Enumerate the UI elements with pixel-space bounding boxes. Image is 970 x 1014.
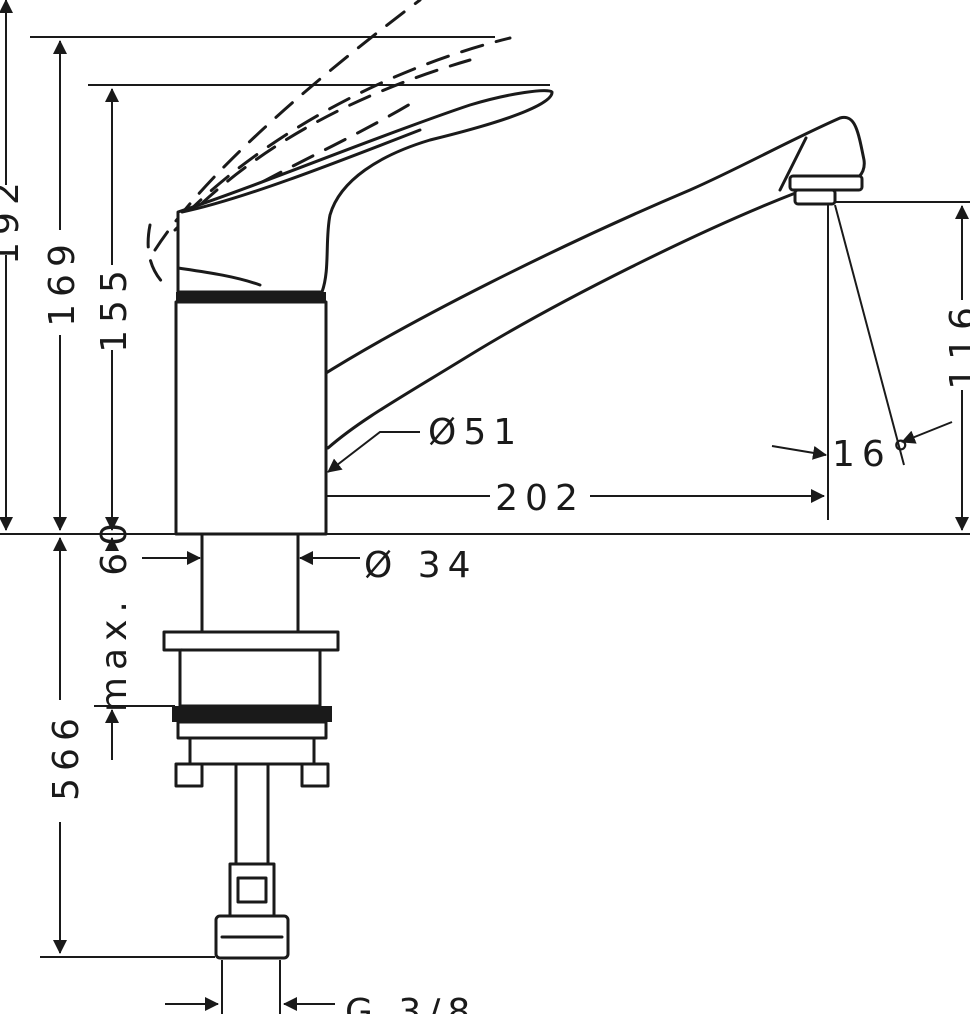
lever-alternate-positions — [146, 0, 512, 287]
lever-underside — [176, 266, 262, 287]
aerator — [788, 174, 864, 192]
fixing-bolt-left — [174, 762, 204, 788]
mounting-sleeve — [178, 648, 322, 708]
label-d34: Ø 34 — [364, 545, 478, 586]
dashed-lever-outline-2 — [183, 36, 512, 217]
fixing-nut — [188, 736, 316, 766]
aerator-nozzle — [793, 188, 837, 206]
fixing-bolt-right — [300, 762, 330, 788]
label-116: 116 — [943, 300, 970, 390]
label-16-degrees: 16° — [832, 434, 917, 475]
leader-d51 — [327, 431, 420, 473]
angle-arrow-left — [771, 445, 827, 460]
label-566: 566 — [46, 711, 87, 801]
label-202: 202 — [495, 478, 585, 519]
dashed-lever-outline-3 — [173, 58, 472, 232]
label-g38: G 3/8 — [345, 992, 477, 1014]
dashed-lever-outline-4 — [228, 96, 422, 202]
label-155: 155 — [94, 263, 135, 353]
dimension-labels: 192 169 155 116 Ø51 202 16° Ø 34 max. 60… — [0, 175, 970, 1014]
supply-hose — [234, 762, 270, 866]
shank — [200, 532, 300, 636]
dashed-lever-outline-1 — [153, 0, 422, 252]
spout-outlet-seam — [778, 136, 808, 192]
mounting-plate — [162, 630, 340, 652]
label-max60: max. 60 — [94, 516, 135, 712]
fixing-ring — [176, 720, 328, 740]
fixing-nut-top — [172, 706, 332, 722]
label-169: 169 — [42, 237, 83, 327]
label-d51: Ø51 — [428, 412, 523, 453]
dashed-lever-base — [146, 223, 167, 287]
lever-handle — [176, 89, 554, 294]
angle-ray — [834, 204, 905, 466]
hose-fitting-inner — [236, 876, 268, 904]
faucet — [162, 89, 866, 960]
angle-arrow-right — [901, 421, 953, 444]
main-body — [174, 300, 328, 536]
label-192: 192 — [0, 175, 27, 265]
lever-edge-highlight — [180, 128, 422, 214]
spout — [302, 115, 866, 450]
